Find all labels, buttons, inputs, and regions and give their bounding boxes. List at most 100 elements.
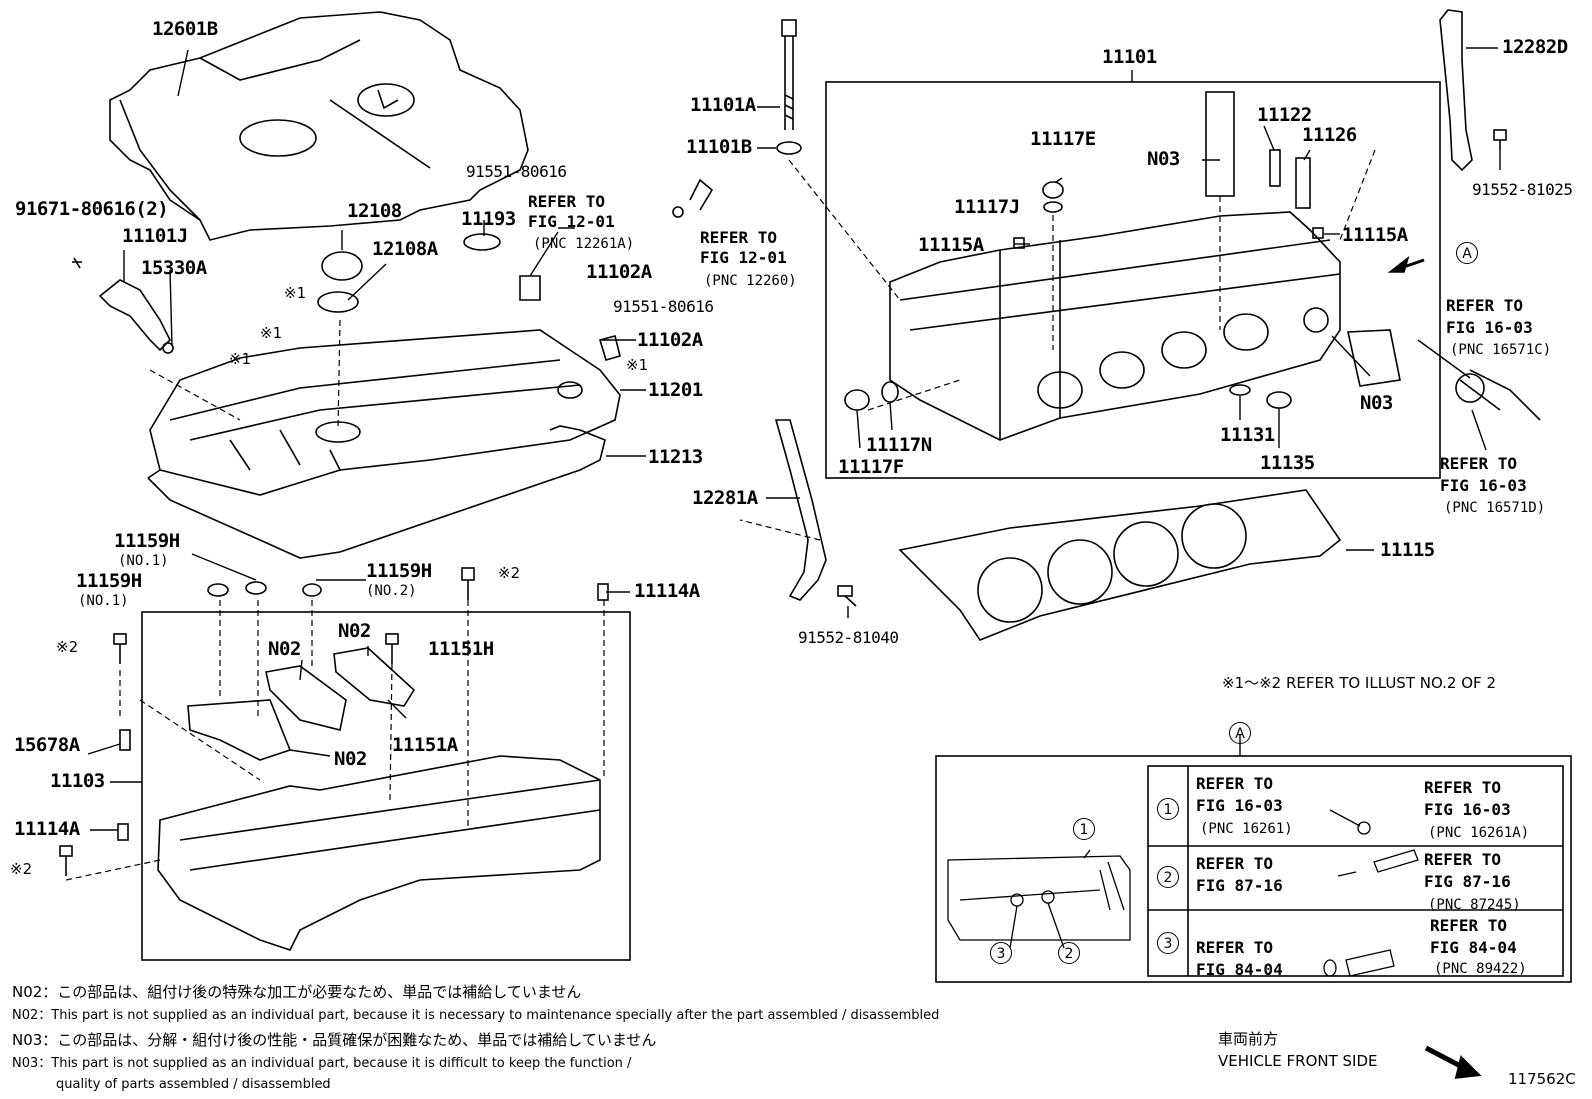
- arrow-a-head: [1387, 255, 1410, 273]
- label-11135: 11135: [1260, 452, 1315, 474]
- label-15330A: 15330A: [141, 257, 207, 279]
- small-parts-upper-left: [72, 178, 714, 361]
- detail-a-row1-right-pnc: (PNC 16261A): [1428, 825, 1530, 841]
- note-n02-jp: N02：この部品は、組付け後の特殊な加工が必要なため、単品では補給していません: [12, 983, 582, 1001]
- figure-id: 117562C: [1508, 1070, 1576, 1088]
- label-N02-a: N02: [268, 638, 301, 660]
- vehicle-front-en: VEHICLE FRONT SIDE: [1218, 1052, 1378, 1070]
- detail-a-row1-left-pnc: (PNC 16261): [1200, 821, 1293, 837]
- ref-16571c-line1: REFER TO: [1446, 296, 1524, 315]
- ref-16571c-line2: FIG 16-03: [1446, 318, 1533, 337]
- dashed-guides: [65, 149, 1376, 881]
- camshaft-housing-box: [141, 611, 631, 961]
- detail-a-row1-left-l1: REFER TO: [1196, 774, 1274, 793]
- note-n03-jp: N03：この部品は、分解・組付け後の性能・品質確保が困難なため、単品では補給して…: [12, 1031, 657, 1049]
- detail-a-engine-drawing: [947, 849, 1131, 949]
- detail-a-row1-right-l2: FIG 16-03: [1424, 800, 1511, 819]
- illust-note: ※1～※2 REFER TO ILLUST NO.2 OF 2: [1222, 674, 1496, 692]
- label-11114A-bottom: 11114A: [14, 818, 80, 840]
- label-11201: 11201: [648, 379, 703, 401]
- label-15678A: 15678A: [14, 734, 80, 756]
- label-91552-81025: 91552-81025: [1472, 180, 1573, 199]
- detail-a-row3-right-l1: REFER TO: [1430, 916, 1508, 935]
- label-N03-top: N03: [1147, 148, 1180, 170]
- label-91552-81040: 91552-81040: [798, 628, 899, 647]
- label-11159H-a: 11159H: [114, 530, 180, 552]
- detail-a-row3-left-l1: REFER TO: [1196, 938, 1274, 957]
- label-12108A: 12108A: [372, 238, 438, 260]
- head-bolt-drawing: [776, 19, 802, 155]
- label-no1-b: (NO.1): [78, 593, 129, 609]
- detail-a-row2-num: 2: [1157, 866, 1179, 888]
- ref-16571d-line1: REFER TO: [1440, 454, 1518, 473]
- leader-lines: [87, 47, 1501, 831]
- head-cover-gasket-drawing: [147, 425, 606, 559]
- label-11159H-c: 11159H: [366, 560, 432, 582]
- label-11101A: 11101A: [690, 94, 756, 116]
- detail-a-sub-1: 1: [1073, 818, 1095, 840]
- label-N03-right: N03: [1360, 392, 1393, 414]
- detail-a-row2-right-pnc: (PNC 87245): [1428, 897, 1521, 913]
- detail-a-row3-right-l2: FIG 84-04: [1430, 938, 1517, 957]
- mark-1-d: ※1: [626, 356, 649, 374]
- detail-a-row3-left-l2: FIG 84-04: [1196, 960, 1283, 979]
- mark-2-b: ※2: [56, 638, 79, 656]
- ref-12261a-pnc: (PNC 12261A): [533, 236, 635, 252]
- label-11115: 11115: [1380, 539, 1435, 561]
- pipe-reference-drawing: [1459, 369, 1541, 421]
- label-N02-c: N02: [334, 748, 367, 770]
- label-12601B: 12601B: [152, 18, 218, 40]
- detail-a-row1-right-l1: REFER TO: [1424, 778, 1502, 797]
- label-11213: 11213: [648, 446, 703, 468]
- detail-a-row1-num: 1: [1157, 798, 1179, 820]
- label-11115A-right: 11115A: [1342, 224, 1408, 246]
- callout-a-circle: A: [1456, 242, 1478, 264]
- detail-a-row3-right-pnc: (PNC 89422): [1434, 961, 1527, 977]
- detail-a-row2-right-l2: FIG 87-16: [1424, 872, 1511, 891]
- detail-a-sub-3: 3: [990, 942, 1012, 964]
- ref-16571d-line2: FIG 16-03: [1440, 476, 1527, 495]
- label-11117N: 11117N: [866, 434, 932, 456]
- detail-a-row1-left-l2: FIG 16-03: [1196, 796, 1283, 815]
- label-11151A: 11151A: [392, 734, 458, 756]
- dipstick-guide-lower-drawing: [774, 419, 827, 601]
- detail-a-title: A: [1229, 722, 1251, 744]
- label-11126: 11126: [1302, 124, 1357, 146]
- ref-12260-line1: REFER TO: [700, 228, 778, 247]
- detail-a-row3-num: 3: [1157, 932, 1179, 954]
- engine-cover-drawing: [109, 11, 529, 241]
- mark-2-a: ※2: [498, 564, 521, 582]
- label-11102A-mid: 11102A: [637, 329, 703, 351]
- label-11151H: 11151H: [428, 638, 494, 660]
- label-11115A-left: 11115A: [918, 234, 984, 256]
- label-91551-80616-top: 91551-80616: [466, 162, 567, 181]
- label-12282D: 12282D: [1502, 36, 1568, 58]
- label-no1-a: (NO.1): [118, 553, 169, 569]
- front-arrow: [1424, 1045, 1482, 1079]
- label-11159H-b: 11159H: [76, 570, 142, 592]
- mark-1-a: ※1: [284, 284, 307, 302]
- pipe-clamp: [1455, 373, 1485, 403]
- bolt-91552-81025-drawing: [1493, 129, 1507, 150]
- label-91671-80616: 91671-80616(2): [15, 198, 169, 220]
- detail-a-row2-right-l1: REFER TO: [1424, 850, 1502, 869]
- label-11117J: 11117J: [954, 196, 1020, 218]
- note-n03-en-cont: quality of parts assembled / disassemble…: [56, 1077, 331, 1092]
- note-n03-en: N03：This part is not supplied as an indi…: [12, 1056, 632, 1071]
- ref-12261a-line2: FIG 12-01: [528, 212, 615, 231]
- mark-1-b: ※1: [260, 324, 283, 342]
- ref-12260-pnc: (PNC 12260): [704, 273, 797, 289]
- label-11131: 11131: [1220, 424, 1275, 446]
- detail-a-table: [1147, 765, 1564, 977]
- label-11102A-top: 11102A: [586, 261, 652, 283]
- mark-1-c: ※1: [229, 350, 252, 368]
- label-11193: 11193: [461, 208, 516, 230]
- mark-2-c: ※2: [10, 860, 33, 878]
- dipstick-guide-upper-drawing: [1439, 9, 1473, 172]
- detail-a-row-parts: [1323, 809, 1419, 977]
- label-12281A: 12281A: [692, 487, 758, 509]
- cylinder-head-cover-drawing: [149, 329, 621, 496]
- bolt-91552-81040-drawing: [837, 585, 857, 607]
- ref-12261a-line1: REFER TO: [528, 192, 606, 211]
- detail-a-row2-left-l2: FIG 87-16: [1196, 876, 1283, 895]
